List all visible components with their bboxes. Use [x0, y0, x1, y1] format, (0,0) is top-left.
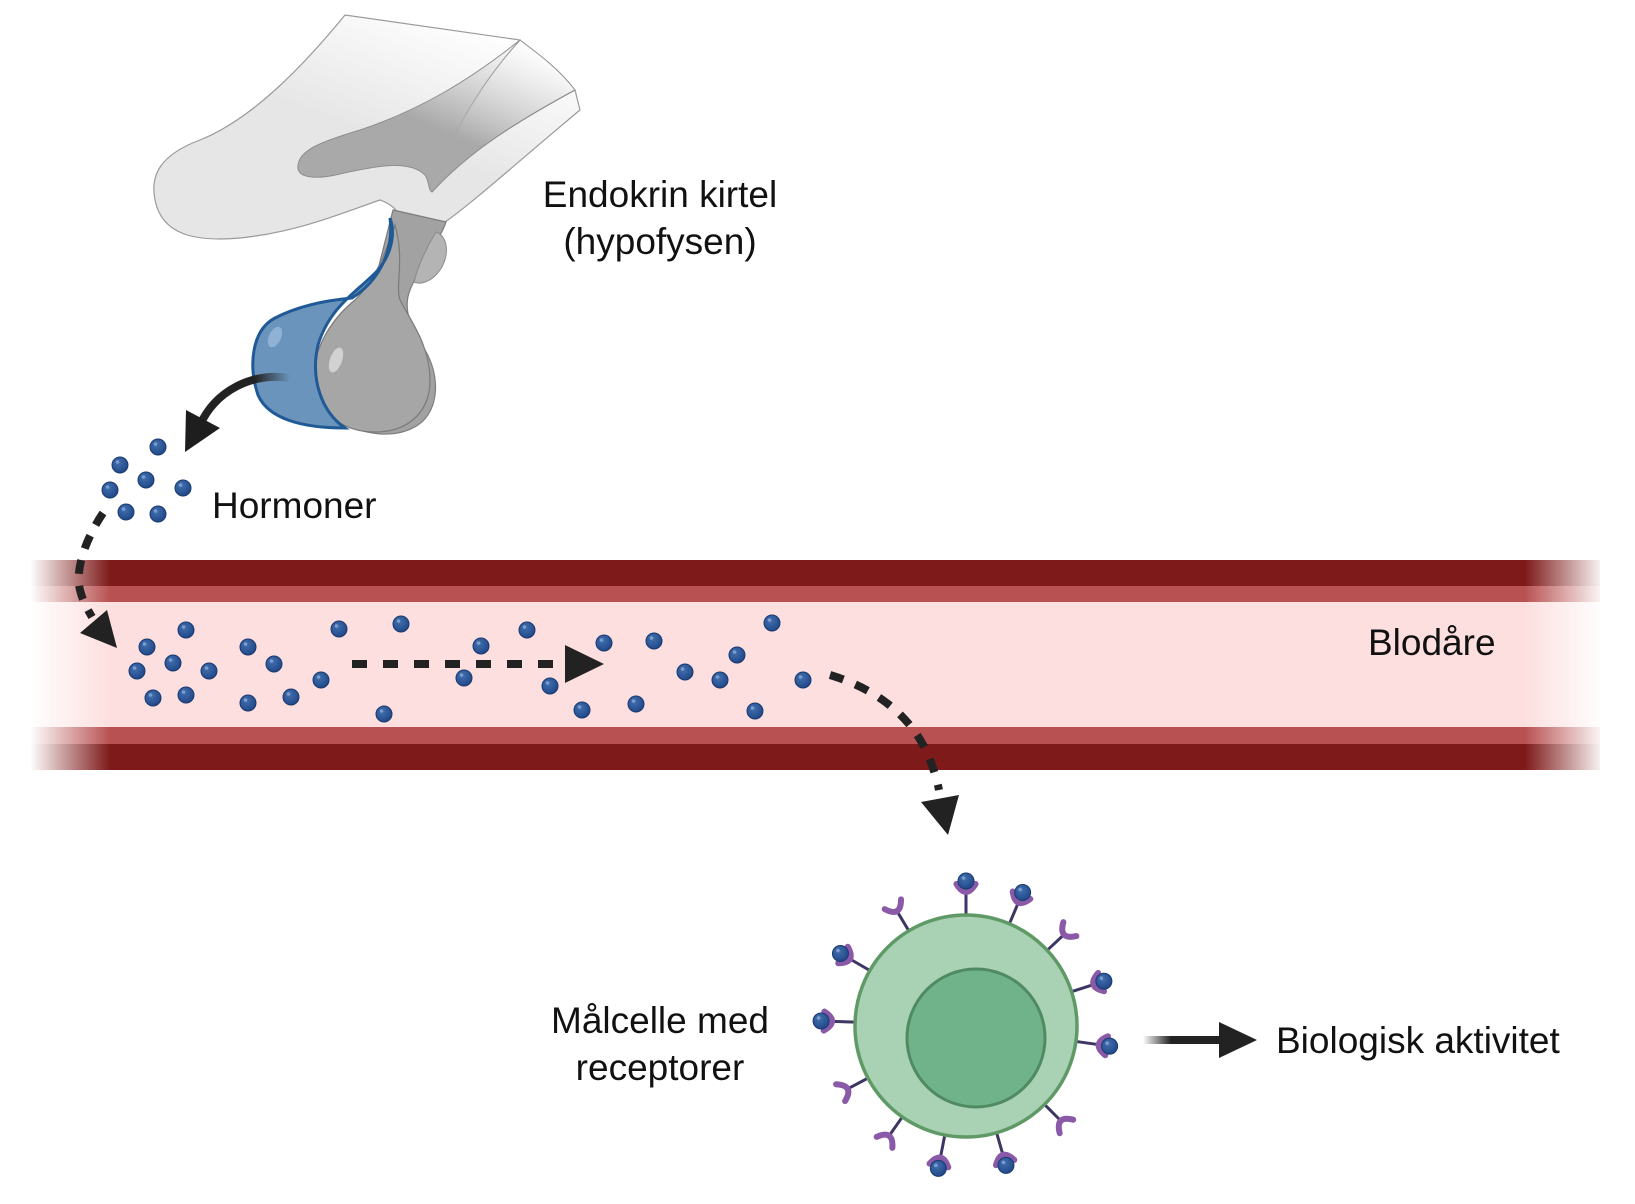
hormone-icon: [573, 701, 591, 719]
hormone-icon: [763, 614, 781, 632]
hormone-icon: [177, 686, 195, 704]
activity-arrow: [1143, 1022, 1257, 1058]
entry-arrow: [74, 510, 117, 648]
vessel-wall-top-inner: [30, 586, 1600, 602]
hormone-icon: [265, 655, 283, 673]
bound-receptor-icon: [1075, 1033, 1119, 1059]
hormone-icon: [746, 702, 764, 720]
target-cell-label-line2: receptorer: [576, 1047, 745, 1088]
stalk-side: [413, 231, 447, 284]
hormone-icon: [312, 671, 330, 689]
hormone-icon: [177, 621, 195, 639]
vessel-wall-bottom-inner: [30, 727, 1600, 744]
bound-hormone-icon: [957, 872, 975, 890]
hormone-icon: [711, 671, 729, 689]
hormone-icon: [375, 705, 393, 723]
hormone-icon: [645, 632, 663, 650]
receptor-icon: [873, 1116, 904, 1151]
hormone-icon: [472, 637, 490, 655]
hormone-icon: [627, 695, 645, 713]
hormone-icon: [518, 621, 536, 639]
bound-receptor-icon: [1071, 970, 1113, 995]
hormone-icon: [239, 694, 257, 712]
receptors: [812, 872, 1119, 1177]
hypothalamus: [297, 39, 576, 193]
hormone-icon: [144, 689, 162, 707]
hormone-icon: [330, 620, 348, 638]
hormone-icon: [149, 438, 167, 456]
receptor-icon: [833, 1076, 869, 1105]
hormone-icon: [541, 677, 559, 695]
bound-receptor-icon: [1007, 884, 1034, 925]
bound-receptor-icon: [953, 872, 979, 915]
pituitary-gland-icon: [153, 14, 581, 435]
bound-hormone-icon: [1095, 972, 1113, 990]
bound-hormone-icon: [1014, 884, 1032, 902]
hormone-icon: [164, 654, 182, 672]
hormone-icon: [200, 662, 218, 680]
hormones-label: Hormoner: [212, 485, 377, 526]
hormone-icon: [128, 662, 146, 680]
hormone-icon: [392, 615, 410, 633]
hormone-icon: [595, 634, 613, 652]
hormone-icon: [174, 479, 192, 497]
bound-hormone-icon: [1101, 1037, 1119, 1055]
bound-hormone-icon: [831, 945, 849, 962]
bound-hormone-icon: [812, 1012, 830, 1030]
hormone-icon: [794, 671, 812, 689]
bound-receptor-icon: [812, 1008, 856, 1034]
bound-hormone-icon: [997, 1156, 1015, 1174]
receptor-icon: [1046, 919, 1080, 952]
cell-nucleus: [905, 967, 1047, 1109]
bound-hormone-icon: [929, 1159, 947, 1177]
hormone-icon: [138, 638, 156, 656]
vessel-wall-bottom-outer: [30, 744, 1600, 770]
hormone-icon: [111, 456, 129, 474]
hormone-icon: [282, 688, 300, 706]
hormone-icon: [239, 638, 257, 656]
target-cell-icon: [812, 872, 1119, 1177]
activity-label: Biologisk aktivitet: [1276, 1020, 1561, 1061]
hormone-icon: [149, 505, 167, 523]
anterior-lobe-highlight: [267, 326, 283, 348]
vessel-wall-top-outer: [30, 560, 1600, 586]
hormone-icon: [137, 471, 155, 489]
gland-label-line2: (hypofysen): [563, 221, 756, 262]
posterior-lobe: [313, 222, 431, 433]
bound-receptor-icon: [831, 943, 871, 972]
bound-receptor-icon: [926, 1134, 952, 1177]
receptor-icon: [1043, 1103, 1077, 1137]
hormone-cluster: [101, 438, 192, 523]
flow-arrow: [352, 645, 604, 683]
bound-receptor-icon: [992, 1132, 1018, 1174]
exit-arrow: [828, 671, 959, 835]
hormone-icon: [728, 646, 746, 664]
vessel-label: Blodåre: [1368, 622, 1496, 663]
hormone-icon: [117, 503, 135, 521]
posterior-lobe-highlight: [328, 347, 344, 373]
blood-vessel-icon: [30, 558, 1605, 772]
gland-label-line1: Endokrin kirtel: [543, 174, 777, 215]
hormone-icon: [676, 663, 694, 681]
vessel-lumen: [30, 602, 1600, 727]
hormone-icon: [101, 481, 119, 499]
hormone-icon: [455, 669, 473, 687]
target-cell-label-line1: Målcelle med: [551, 1000, 769, 1041]
receptor-icon: [881, 896, 911, 932]
secretion-arrow: [185, 372, 291, 452]
